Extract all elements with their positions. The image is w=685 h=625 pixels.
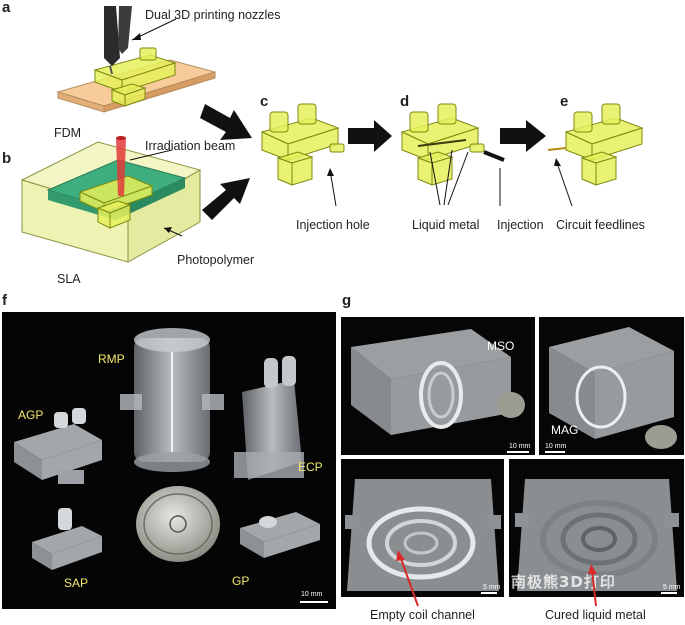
photo-mso: MSO 10 mm [341, 317, 535, 455]
device-ecp [234, 356, 304, 480]
scale-label-cured: 5 mm [663, 584, 681, 591]
arrow-d-to-e [500, 120, 546, 152]
device-agp [14, 408, 102, 484]
label-ecp: ECP [298, 460, 323, 474]
scale-label-mag: 10 mm [545, 443, 567, 450]
panel-label-g: g [342, 292, 352, 309]
photo-panel-f: AGP RMP ECP SAP GP 10 mm [2, 312, 336, 609]
scale-label-empty: 5 mm [483, 584, 501, 591]
scale-label-mso: 10 mm [509, 443, 531, 450]
panel-label-a: a [2, 0, 11, 16]
panel-label-c: c [260, 93, 269, 110]
scale-bar-mso [507, 451, 529, 453]
scale-bar-cured [661, 592, 677, 594]
arrow-fdm-to-c [200, 104, 252, 140]
label-sap: SAP [64, 576, 89, 590]
irradiation-beam [116, 136, 126, 196]
photo-empty-coil-channel: 5 mm [341, 459, 504, 597]
label-injection-hole: Injection hole [296, 218, 370, 232]
device-sap [32, 508, 102, 570]
dual-printing-nozzles [104, 6, 132, 75]
panel-label-d: d [400, 93, 410, 110]
label-empty-coil-channel: Empty coil channel [370, 608, 475, 622]
panel-label-b: b [2, 150, 12, 167]
watermark: 南极熊3D打印 [511, 573, 616, 591]
label-mso: MSO [487, 339, 515, 353]
device-rmp [120, 328, 224, 472]
scale-label-f: 10 mm [301, 591, 323, 598]
device-c [260, 103, 345, 186]
label-agp: AGP [18, 408, 44, 422]
scale-bar-empty [481, 592, 497, 594]
device-d [400, 103, 485, 186]
label-circuit-feedlines: Circuit feedlines [556, 218, 645, 232]
fdm-printed-device [93, 47, 177, 107]
panel-label-f: f [2, 292, 7, 309]
panel-label-e: e [560, 93, 569, 110]
label-liquid-metal: Liquid metal [412, 218, 480, 232]
label-irradiation-beam: Irradiation beam [145, 139, 236, 153]
fabrication-schematic [20, 6, 644, 263]
label-injection: Injection [497, 218, 544, 232]
label-photopolymer: Photopolymer [177, 253, 255, 267]
label-sla: SLA [57, 272, 81, 286]
scale-bar-mag [545, 451, 565, 453]
label-cured-liquid-metal: Cured liquid metal [545, 608, 646, 622]
arrow-c-to-d [348, 120, 392, 152]
label-dual-nozzles: Dual 3D printing nozzles [145, 8, 281, 22]
label-mag: MAG [551, 423, 579, 437]
coin [136, 486, 220, 562]
scale-bar-f [300, 601, 328, 603]
photo-mag: MAG 10 mm [539, 317, 684, 455]
sla-printed-device [78, 175, 154, 229]
photo-f-devices [14, 328, 320, 570]
device-gp [240, 512, 320, 558]
label-gp: GP [232, 574, 250, 588]
arrow-sla-to-c [202, 178, 250, 220]
photo-cured-liquid-metal: 南极熊3D打印 5 mm [509, 459, 684, 597]
injection-needle [483, 150, 505, 162]
feedline-wire [547, 147, 567, 151]
label-rmp: RMP [98, 352, 125, 366]
device-e [564, 103, 644, 186]
label-fdm: FDM [54, 126, 82, 140]
